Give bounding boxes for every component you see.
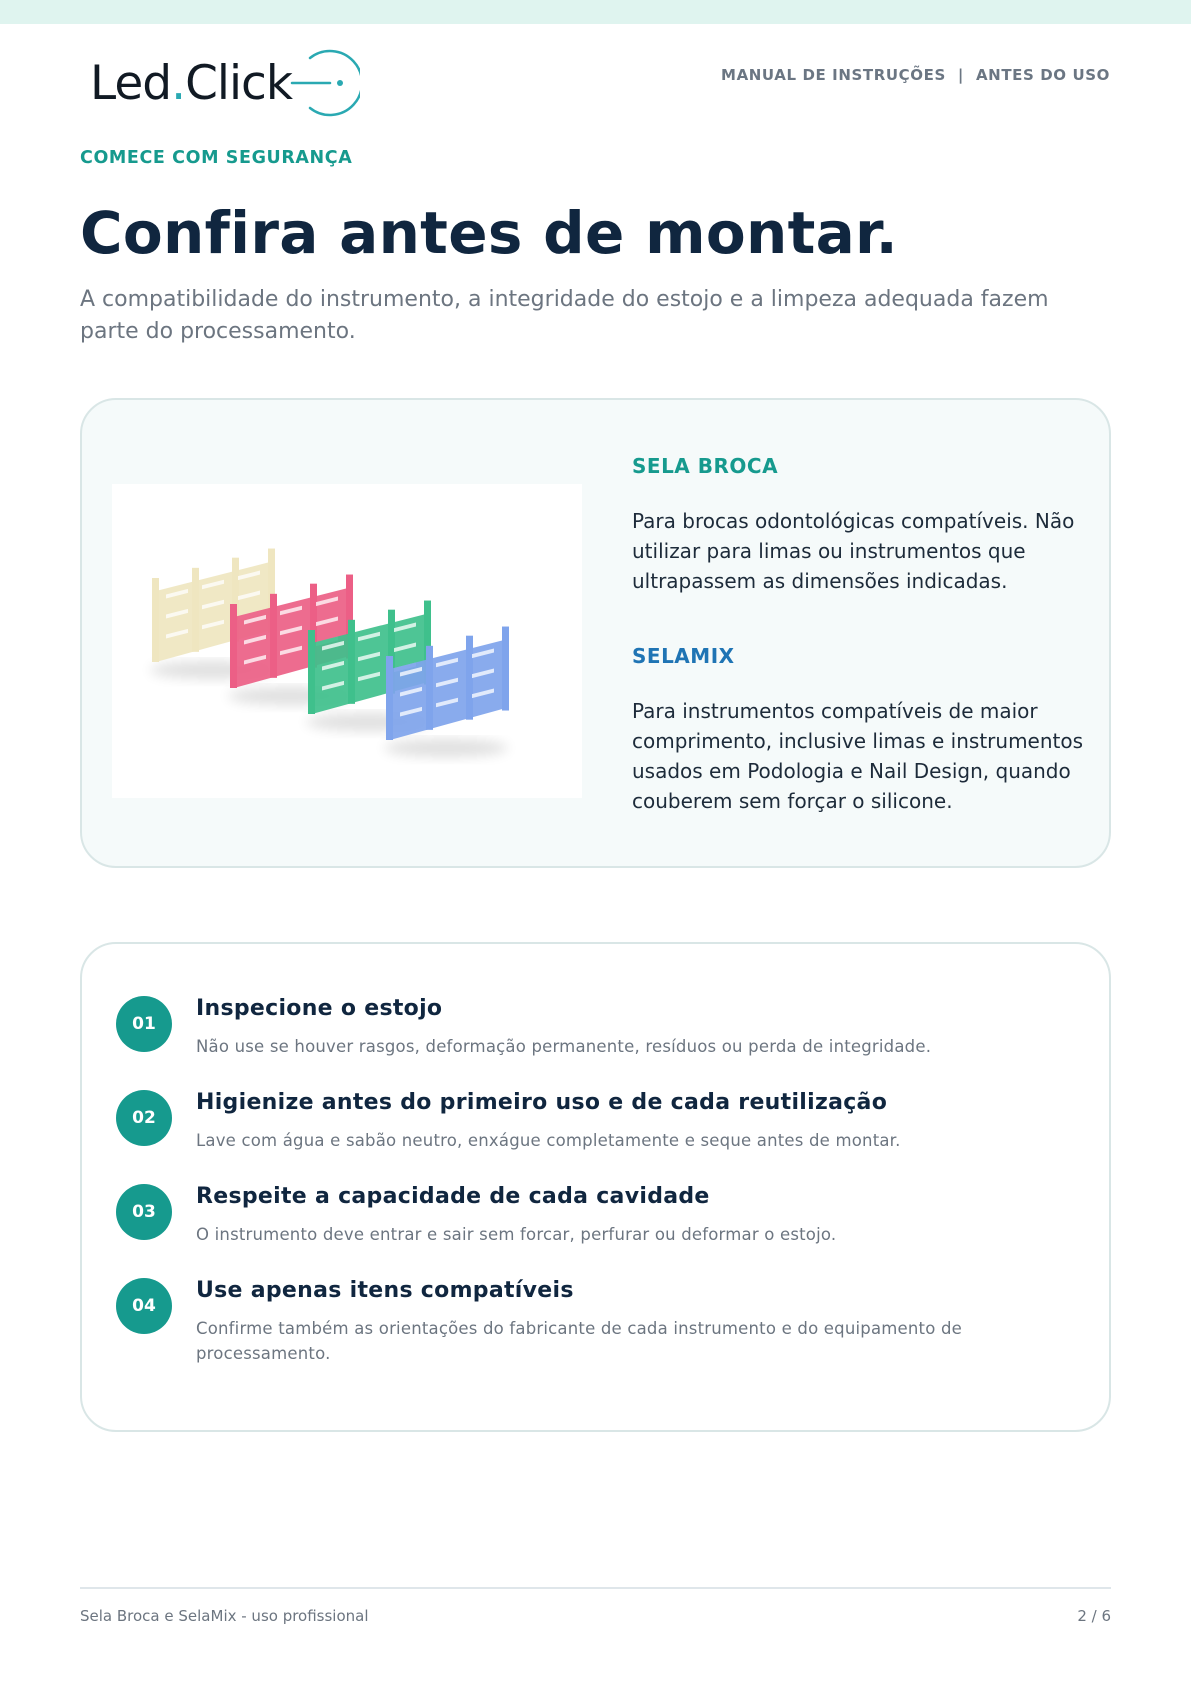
step-title: Inspecione o estojo [196,996,443,1021]
sela-broca-title: SELA BROCA [632,454,779,478]
step-text: Confirme também as orientações do fabric… [196,1319,962,1363]
silicone-case [384,626,509,757]
step-text: O instrumento deve entrar e sair sem for… [196,1225,837,1244]
header-meta: MANUAL DE INSTRUÇÕES | ANTES DO USO [721,66,1110,84]
brand-logo: Led.Click [90,46,360,120]
silicone-cases-illustration [150,548,509,757]
page-title: Confira antes de montar. [80,199,899,267]
step-number-badge: 04 [116,1278,172,1334]
selamix-text: Para instrumentos compatíveis de maior c… [632,699,1084,813]
header-section: ANTES DO USO [975,66,1110,84]
header-separator: | [957,66,964,84]
step-title: Respeite a capacidade de cada cavidade [196,1184,710,1209]
logo-ring-icon [290,49,360,117]
checklist-card: 01 Inspecione o estojo Não use se houver… [80,942,1111,1432]
footer-note: Sela Broca e SelaMix - uso profissional [80,1607,369,1625]
selamix-title: SELAMIX [632,644,735,668]
product-image [112,484,582,798]
top-accent-bar [0,0,1191,24]
selamix-section: SELAMIX Para instrumentos compatíveis de… [632,644,1092,816]
logo-wordmark: Led.Click [90,55,293,111]
step-number-badge: 02 [116,1090,172,1146]
products-card: SELA BROCA Para brocas odontológicas com… [80,398,1111,868]
sela-broca-section: SELA BROCA Para brocas odontológicas com… [632,454,1092,596]
header-doc-type: MANUAL DE INSTRUÇÕES [721,66,946,84]
step-number-badge: 01 [116,996,172,1052]
step-text: Lave com água e sabão neutro, enxágue co… [196,1131,901,1150]
page-number: 2 / 6 [1077,1607,1111,1625]
page-subtitle: A compatibilidade do instrumento, a inte… [80,287,1049,344]
footer-divider [80,1587,1111,1589]
step-number-badge: 03 [116,1184,172,1240]
step-text: Não use se houver rasgos, deformação per… [196,1037,932,1056]
section-kicker: COMECE COM SEGURANÇA [80,148,353,168]
step-title: Use apenas itens compatíveis [196,1278,574,1303]
sela-broca-text: Para brocas odontológicas compatíveis. N… [632,509,1075,593]
step-title: Higienize antes do primeiro uso e de cad… [196,1090,888,1115]
